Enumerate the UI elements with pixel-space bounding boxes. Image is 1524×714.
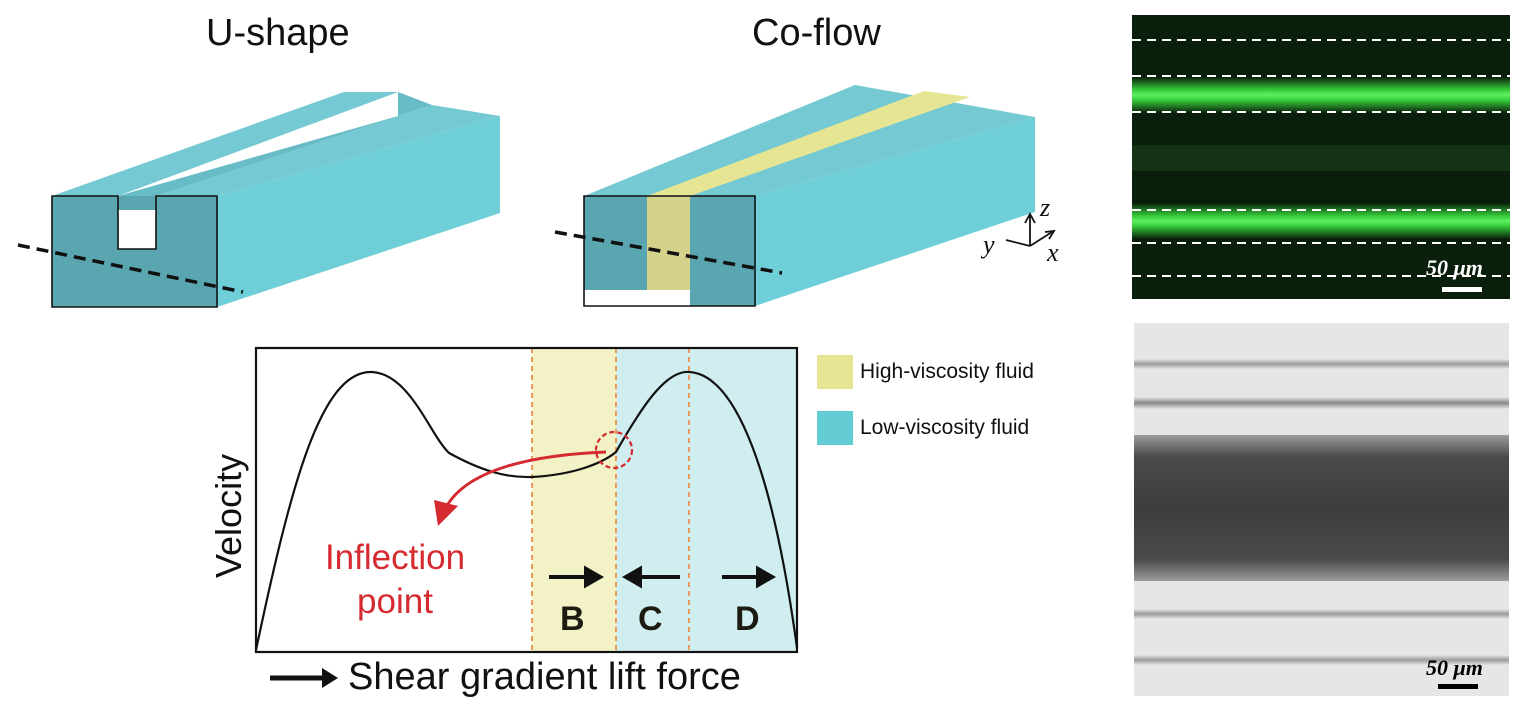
inflection-arrow [446, 450, 607, 505]
brightfield-micrograph: 50 μm [1134, 323, 1509, 696]
region-d-label: D [735, 600, 760, 638]
legend-swatch-low [817, 411, 853, 445]
legend-label-high: High-viscosity fluid [860, 360, 1034, 383]
inflection-label: Inflection point [300, 536, 490, 624]
region-c-label: C [638, 600, 663, 638]
axis-y-label: y [983, 230, 995, 259]
fluorescence-micrograph: 50 μm [1132, 15, 1510, 299]
inflection-line1: Inflection [324, 538, 466, 577]
y-axis-label: Velocity [208, 453, 249, 578]
channel-illustrations [17, 85, 1056, 308]
footer-arrow-icon [270, 668, 338, 688]
high-viscosity-region [532, 348, 616, 652]
axis-x-label: x [1047, 238, 1059, 267]
brightfield-scale-text: 50 μm [1426, 655, 1483, 680]
velocity-profile-curve [254, 370, 799, 651]
fluorescence-scale-text: 50 μm [1426, 255, 1483, 280]
legend-swatch-high [817, 355, 853, 389]
inflection-marker [594, 430, 634, 470]
brightfield-scale-bar [1438, 684, 1478, 689]
region-b-label: B [560, 600, 585, 638]
co-flow-channel [554, 85, 1035, 307]
u-shape-title: U-shape [206, 12, 350, 54]
velocity-plot [254, 346, 799, 654]
inflection-line2: point [357, 582, 433, 621]
co-flow-title: Co-flow [752, 12, 881, 54]
u-shape-channel [17, 92, 500, 308]
legend-label-low: Low-viscosity fluid [860, 416, 1030, 439]
fluorescence-scale-bar [1442, 287, 1482, 292]
footer-caption: Shear gradient lift force [348, 656, 741, 698]
axis-z-label: z [1040, 193, 1051, 222]
coordinate-axes [1005, 212, 1056, 247]
low-viscosity-region [616, 348, 797, 652]
